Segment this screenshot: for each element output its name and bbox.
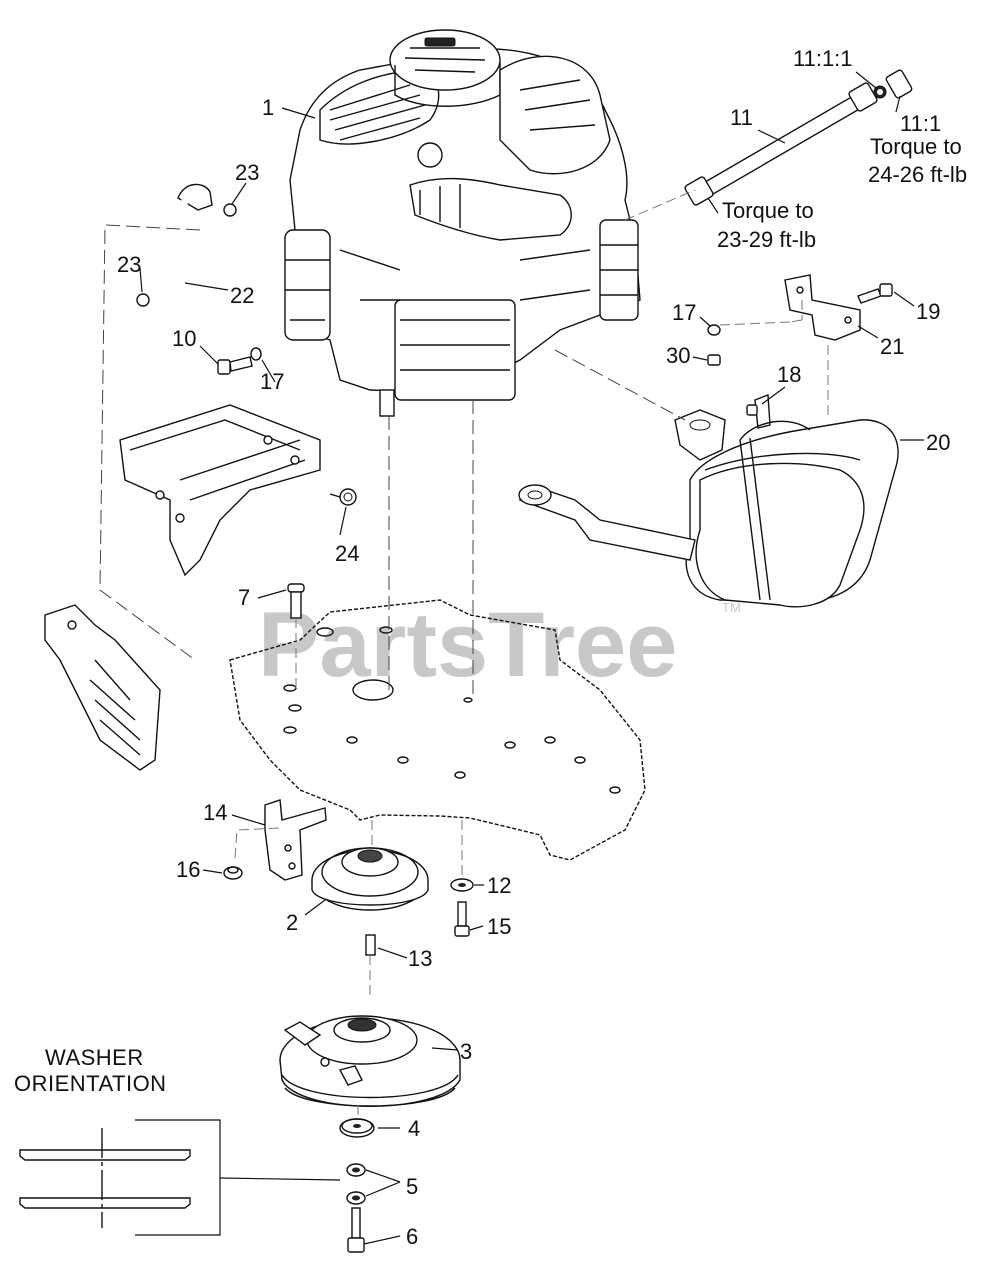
callout-19: 19 [916,299,940,324]
callout-22: 22 [230,283,254,308]
callout-3: 3 [460,1039,472,1064]
callout-15: 15 [487,914,511,939]
torque-note-fitting-line1: Torque to [870,134,962,159]
muffler-bracket [707,274,893,366]
bolt-6 [347,1207,365,1253]
callout-11-1-1: 11:1:1 [793,46,853,71]
callout-17-bracket: 17 [672,300,696,325]
assembly-line-muffler [554,349,686,421]
callout-7: 7 [238,585,250,610]
torque-note-hose-line2: 23-29 ft-lb [717,227,816,252]
callout-16: 16 [176,857,200,882]
callout-10: 10 [172,326,196,351]
callout-24: 24 [335,541,359,566]
callout-12: 12 [487,873,511,898]
washer-4 [339,1118,375,1138]
watermark-trademark: TM [722,600,741,615]
callout-11-1: 11:1 [900,111,941,136]
assembly-line-left [99,224,201,661]
breather-hose [136,183,237,307]
callout-6: 6 [406,1224,418,1249]
washers-5 [346,1163,366,1205]
clamp-24 [329,488,357,506]
idler-bracket-14 [264,799,327,881]
washer-orientation-title-line2: ORIENTATION [14,1071,167,1096]
callout-17-engine: 17 [260,369,284,394]
callout-30: 30 [666,343,690,368]
pin-7 [287,583,305,619]
bolt-15 [454,901,470,937]
muffler [518,394,899,608]
callout-13: 13 [408,946,432,971]
leader-lines [139,71,924,1245]
watermark: PartsTree [258,594,677,696]
callout-11: 11 [730,105,753,130]
nut-16 [223,866,243,880]
callout-23-lower: 23 [117,252,141,277]
torque-note-fitting-line2: 24-26 ft-lb [868,162,967,187]
washer-orientation-title-line1: WASHER [45,1045,144,1070]
callout-1: 1 [262,95,274,120]
callout-21: 21 [880,334,904,359]
callout-2: 2 [286,910,298,935]
callout-23-upper: 23 [235,160,259,185]
engine [284,29,641,417]
key-13 [365,934,376,956]
washer-orientation-diagram [19,1119,341,1236]
side-panel [44,604,161,771]
callout-5: 5 [406,1174,418,1199]
engine-deck [229,599,646,861]
torque-note-hose-line1: Torque to [722,198,814,223]
callout-4: 4 [408,1116,420,1141]
oil-hose [684,69,913,206]
electric-clutch-3 [279,1015,461,1107]
rear-shield [119,404,321,577]
callout-18: 18 [777,362,801,387]
pulley-2 [311,847,429,911]
bolt-10 [217,347,262,375]
callout-20: 20 [926,430,950,455]
washer-12 [450,878,474,892]
callout-14: 14 [203,800,227,825]
